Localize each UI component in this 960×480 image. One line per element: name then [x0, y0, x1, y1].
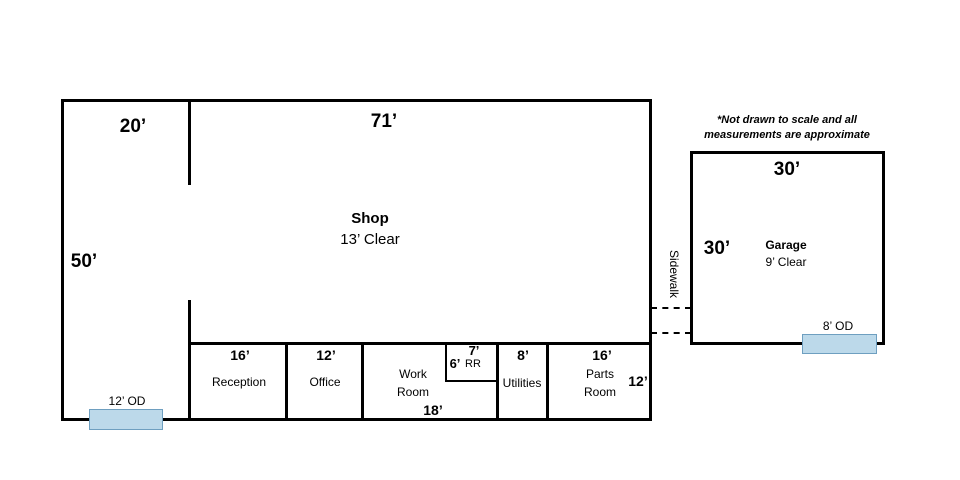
parts-room-dim-side: 12’: [628, 373, 648, 389]
garage-dim-top: 30’: [773, 159, 801, 180]
main-building-left-wall: [61, 99, 64, 421]
utilities-right-wall: [546, 342, 549, 421]
scale-disclaimer-line2: measurements are approximate: [704, 129, 870, 142]
office-dim: 12’: [316, 347, 336, 363]
main-building-top-wall: [61, 99, 652, 102]
garage-overhead-door-label: 8’ OD: [822, 319, 854, 333]
shop-partition-upper: [188, 99, 191, 185]
main-overhead-door-label: 12’ OD: [108, 394, 146, 408]
parts-room-label-line2: Room: [583, 385, 617, 399]
garage-top-wall: [690, 151, 885, 154]
garage-right-wall: [882, 151, 885, 345]
work-room-dim: 18’: [423, 402, 443, 418]
parts-room-label-line1: Parts: [585, 367, 615, 381]
main-building-bottom-wall: [61, 418, 652, 421]
garage-bottom-wall: [690, 342, 885, 345]
scale-disclaimer-note: *Not drawn to scale and all measurements…: [704, 113, 870, 144]
office-left-wall: [285, 342, 288, 421]
work-room-label-line1: Work: [399, 367, 427, 381]
garage-name: Garage: [765, 238, 807, 252]
sidewalk-left-edge: [650, 307, 652, 333]
dim-building-depth: 50’: [70, 251, 98, 272]
dim-shop-width: 71’: [370, 111, 398, 132]
shop-clear-height: 13’ Clear: [340, 231, 400, 248]
rr-label: RR: [465, 358, 481, 370]
work-room-label-line2: Room: [396, 385, 430, 399]
office-right-wall: [361, 342, 364, 421]
reception-dim: 16’: [230, 347, 250, 363]
shop-name: Shop: [351, 210, 389, 227]
rr-dim-side: 6’: [449, 356, 461, 371]
dim-left-bay-width: 20’: [119, 116, 147, 137]
scale-disclaimer-line1: *Not drawn to scale and all: [717, 114, 857, 126]
sidewalk-top-edge: [651, 307, 691, 309]
utilities-dim: 8’: [517, 347, 529, 363]
parts-room-dim: 16’: [592, 347, 612, 363]
sidewalk-label: Sidewalk: [667, 250, 681, 299]
rr-bottom-wall: [445, 380, 497, 382]
utilities-label: Utilities: [502, 376, 542, 390]
utilities-left-wall: [496, 342, 499, 421]
rr-left-wall: [445, 342, 447, 382]
main-building-right-wall: [649, 99, 652, 421]
garage-overhead-door: [802, 334, 877, 354]
shop-partition-lower: [188, 300, 191, 421]
rooms-top-wall: [188, 342, 652, 345]
sidewalk-bottom-edge: [651, 332, 691, 334]
rr-dim-top: 7’: [468, 343, 480, 358]
office-label: Office: [309, 375, 341, 389]
garage-dim-left: 30’: [703, 238, 731, 259]
garage-left-wall: [690, 151, 693, 345]
main-overhead-door: [89, 409, 163, 430]
reception-label: Reception: [211, 375, 267, 389]
garage-clear-height: 9’ Clear: [765, 255, 807, 269]
